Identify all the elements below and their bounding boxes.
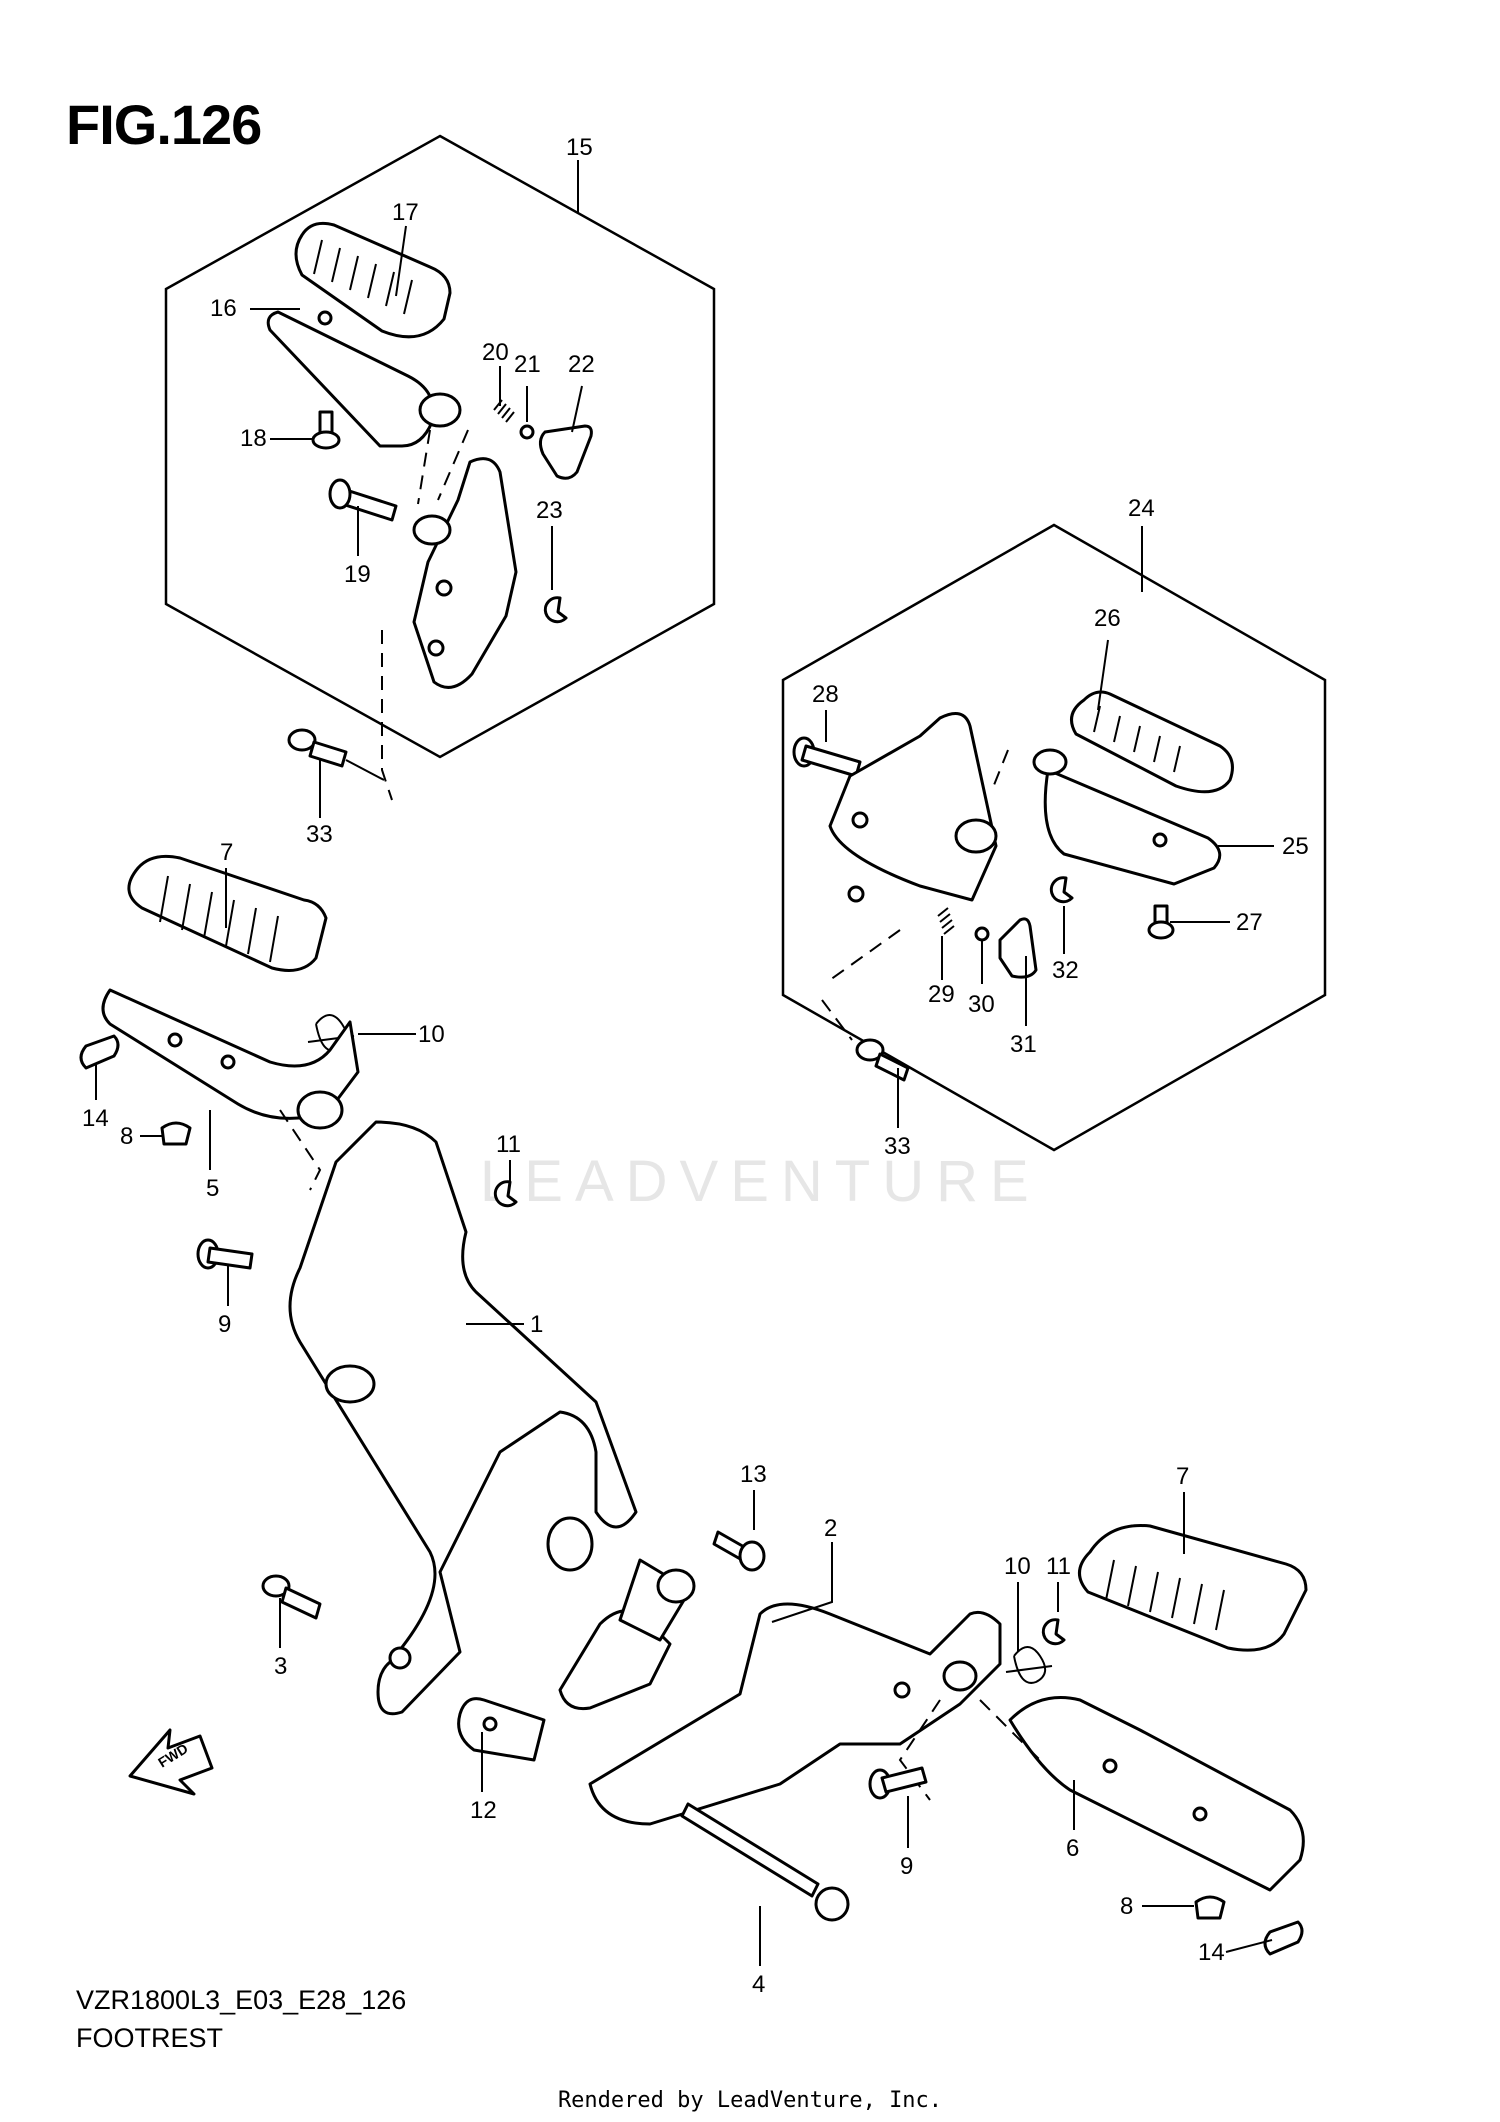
e-ring-23 bbox=[543, 596, 568, 624]
e-ring-11-left bbox=[493, 1180, 518, 1208]
forward-arrow-icon: FWD bbox=[128, 1728, 214, 1796]
footpeg-rubber-26 bbox=[1070, 690, 1234, 794]
bolt-33-top bbox=[287, 728, 348, 768]
nut-8-right bbox=[1194, 1895, 1226, 1920]
assembly-24-guide bbox=[821, 749, 1009, 1041]
callout-33-right: 33 bbox=[884, 1133, 911, 1160]
figure-title: FIG.126 bbox=[66, 93, 262, 156]
callout-13: 13 bbox=[740, 1461, 767, 1488]
main-guide-right bbox=[898, 1699, 1041, 1801]
plate-31 bbox=[998, 917, 1038, 979]
pin-19 bbox=[328, 478, 398, 522]
rubber-14-right bbox=[1263, 1920, 1304, 1956]
footrest-bracket-2 bbox=[588, 1602, 1002, 1826]
figure-name: FOOTREST bbox=[76, 2023, 223, 2053]
callout-27: 27 bbox=[1236, 909, 1263, 936]
callout-31: 31 bbox=[1010, 1031, 1037, 1058]
plate-22 bbox=[538, 424, 593, 480]
assembly-15-guide bbox=[381, 429, 469, 801]
rubber-14-left bbox=[79, 1034, 120, 1070]
bolt-33-right bbox=[855, 1038, 910, 1082]
bolt-18 bbox=[311, 410, 341, 450]
pin-28 bbox=[792, 736, 862, 778]
callout-26: 26 bbox=[1094, 605, 1121, 632]
callout-24: 24 bbox=[1128, 495, 1155, 522]
callout-25: 25 bbox=[1282, 833, 1309, 860]
callout-29: 29 bbox=[928, 981, 955, 1008]
footpeg-bracket-16 bbox=[266, 310, 462, 448]
leader-lines bbox=[95, 160, 1274, 1966]
spring-29 bbox=[937, 907, 955, 935]
bolt-4 bbox=[680, 1802, 850, 1922]
callout-21: 21 bbox=[514, 351, 541, 378]
callout-4: 4 bbox=[752, 1971, 765, 1998]
render-credit: Rendered by LeadVenture, Inc. bbox=[557, 2088, 943, 2113]
callout-11-right: 11 bbox=[1046, 1553, 1071, 1580]
callout-19: 19 bbox=[344, 561, 371, 588]
assembly-15-link bbox=[345, 759, 385, 781]
callout-14-right: 14 bbox=[1198, 1939, 1225, 1966]
callout-9-right: 9 bbox=[900, 1853, 913, 1880]
pin-9-right bbox=[868, 1766, 928, 1800]
callout-17: 17 bbox=[392, 199, 419, 226]
holder-bracket-24 bbox=[828, 712, 998, 903]
figure-code: VZR1800L3_E03_E28_126 bbox=[76, 1985, 407, 2015]
spring-20 bbox=[493, 399, 515, 423]
callout-10-right: 10 bbox=[1004, 1553, 1031, 1580]
footpeg-rubber-7-right bbox=[1078, 1524, 1308, 1652]
callout-2: 2 bbox=[824, 1515, 837, 1542]
callout-23: 23 bbox=[536, 497, 563, 524]
ball-21 bbox=[519, 424, 535, 440]
footpeg-rubber-7-left bbox=[127, 854, 328, 972]
plate-12 bbox=[457, 1558, 696, 1762]
callout-labels: 15 17 16 20 21 22 18 23 19 33 24 26 28 2… bbox=[82, 134, 1309, 1998]
callout-16: 16 bbox=[210, 295, 237, 322]
watermark-text: LEADVENTURE bbox=[480, 1149, 1041, 1214]
callout-28: 28 bbox=[812, 681, 839, 708]
main-guide-left bbox=[279, 1109, 322, 1191]
bolt-27 bbox=[1147, 904, 1175, 940]
footpeg-5-left bbox=[101, 988, 360, 1130]
assembly-15-frame bbox=[164, 134, 716, 759]
callout-1: 1 bbox=[530, 1311, 543, 1338]
callout-8-left: 8 bbox=[120, 1123, 133, 1150]
callout-14-left: 14 bbox=[82, 1105, 109, 1132]
callout-18: 18 bbox=[240, 425, 267, 452]
footpeg-6-right bbox=[1008, 1696, 1305, 1892]
callout-5: 5 bbox=[206, 1175, 219, 1202]
callout-10-left: 10 bbox=[418, 1021, 445, 1048]
e-ring-11-right bbox=[1041, 1618, 1066, 1646]
callout-20: 20 bbox=[482, 339, 509, 366]
callout-3: 3 bbox=[274, 1653, 287, 1680]
callout-9-left: 9 bbox=[218, 1311, 231, 1338]
footpeg-rubber-17 bbox=[294, 221, 452, 339]
callout-12: 12 bbox=[470, 1797, 497, 1824]
callout-7-left: 7 bbox=[220, 839, 233, 866]
callout-8-right: 8 bbox=[1120, 1893, 1133, 1920]
assembly-24-frame bbox=[781, 523, 1327, 1152]
callout-11-left: 11 bbox=[496, 1131, 521, 1158]
e-ring-32 bbox=[1049, 876, 1074, 904]
callout-33-top: 33 bbox=[306, 821, 333, 848]
callout-22: 22 bbox=[568, 351, 595, 378]
footpeg-bracket-25 bbox=[1032, 748, 1222, 886]
holder-bracket bbox=[412, 457, 518, 689]
ball-30 bbox=[974, 926, 990, 942]
pin-9-left bbox=[196, 1238, 254, 1270]
bolt-3 bbox=[261, 1574, 322, 1620]
bolt-13 bbox=[712, 1530, 766, 1572]
callout-7-right: 7 bbox=[1176, 1463, 1189, 1490]
callout-6: 6 bbox=[1066, 1835, 1079, 1862]
callout-32: 32 bbox=[1052, 957, 1079, 984]
nut-8-left bbox=[160, 1121, 192, 1146]
footrest-bracket-1 bbox=[288, 1120, 638, 1716]
callout-15: 15 bbox=[566, 134, 593, 161]
callout-30: 30 bbox=[968, 991, 995, 1018]
spring-10-right bbox=[1005, 1646, 1053, 1684]
